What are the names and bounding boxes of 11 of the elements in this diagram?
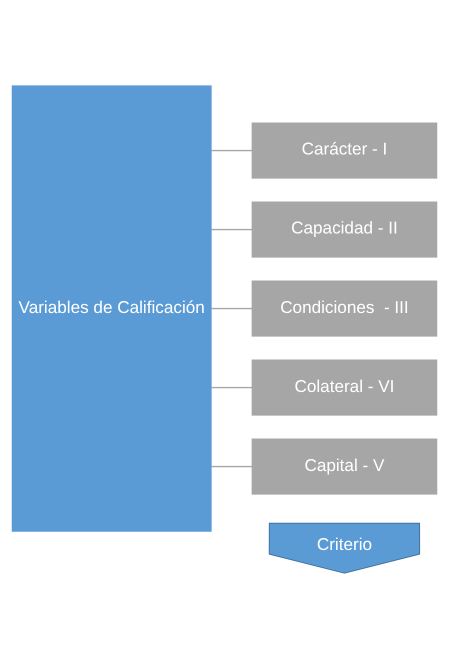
node-box: Capacidad - II	[252, 201, 438, 258]
node-box: Colateral - VI	[252, 359, 438, 416]
node-box: Condiciones - III	[252, 280, 438, 337]
connector	[211, 150, 252, 152]
connector	[211, 228, 252, 230]
connector	[211, 466, 252, 468]
connector	[211, 386, 252, 388]
connector	[211, 308, 252, 310]
node-box: Carácter - I	[252, 122, 438, 179]
node-box: Capital - V	[252, 438, 438, 495]
node-box: Variables de Calificación	[12, 85, 212, 532]
